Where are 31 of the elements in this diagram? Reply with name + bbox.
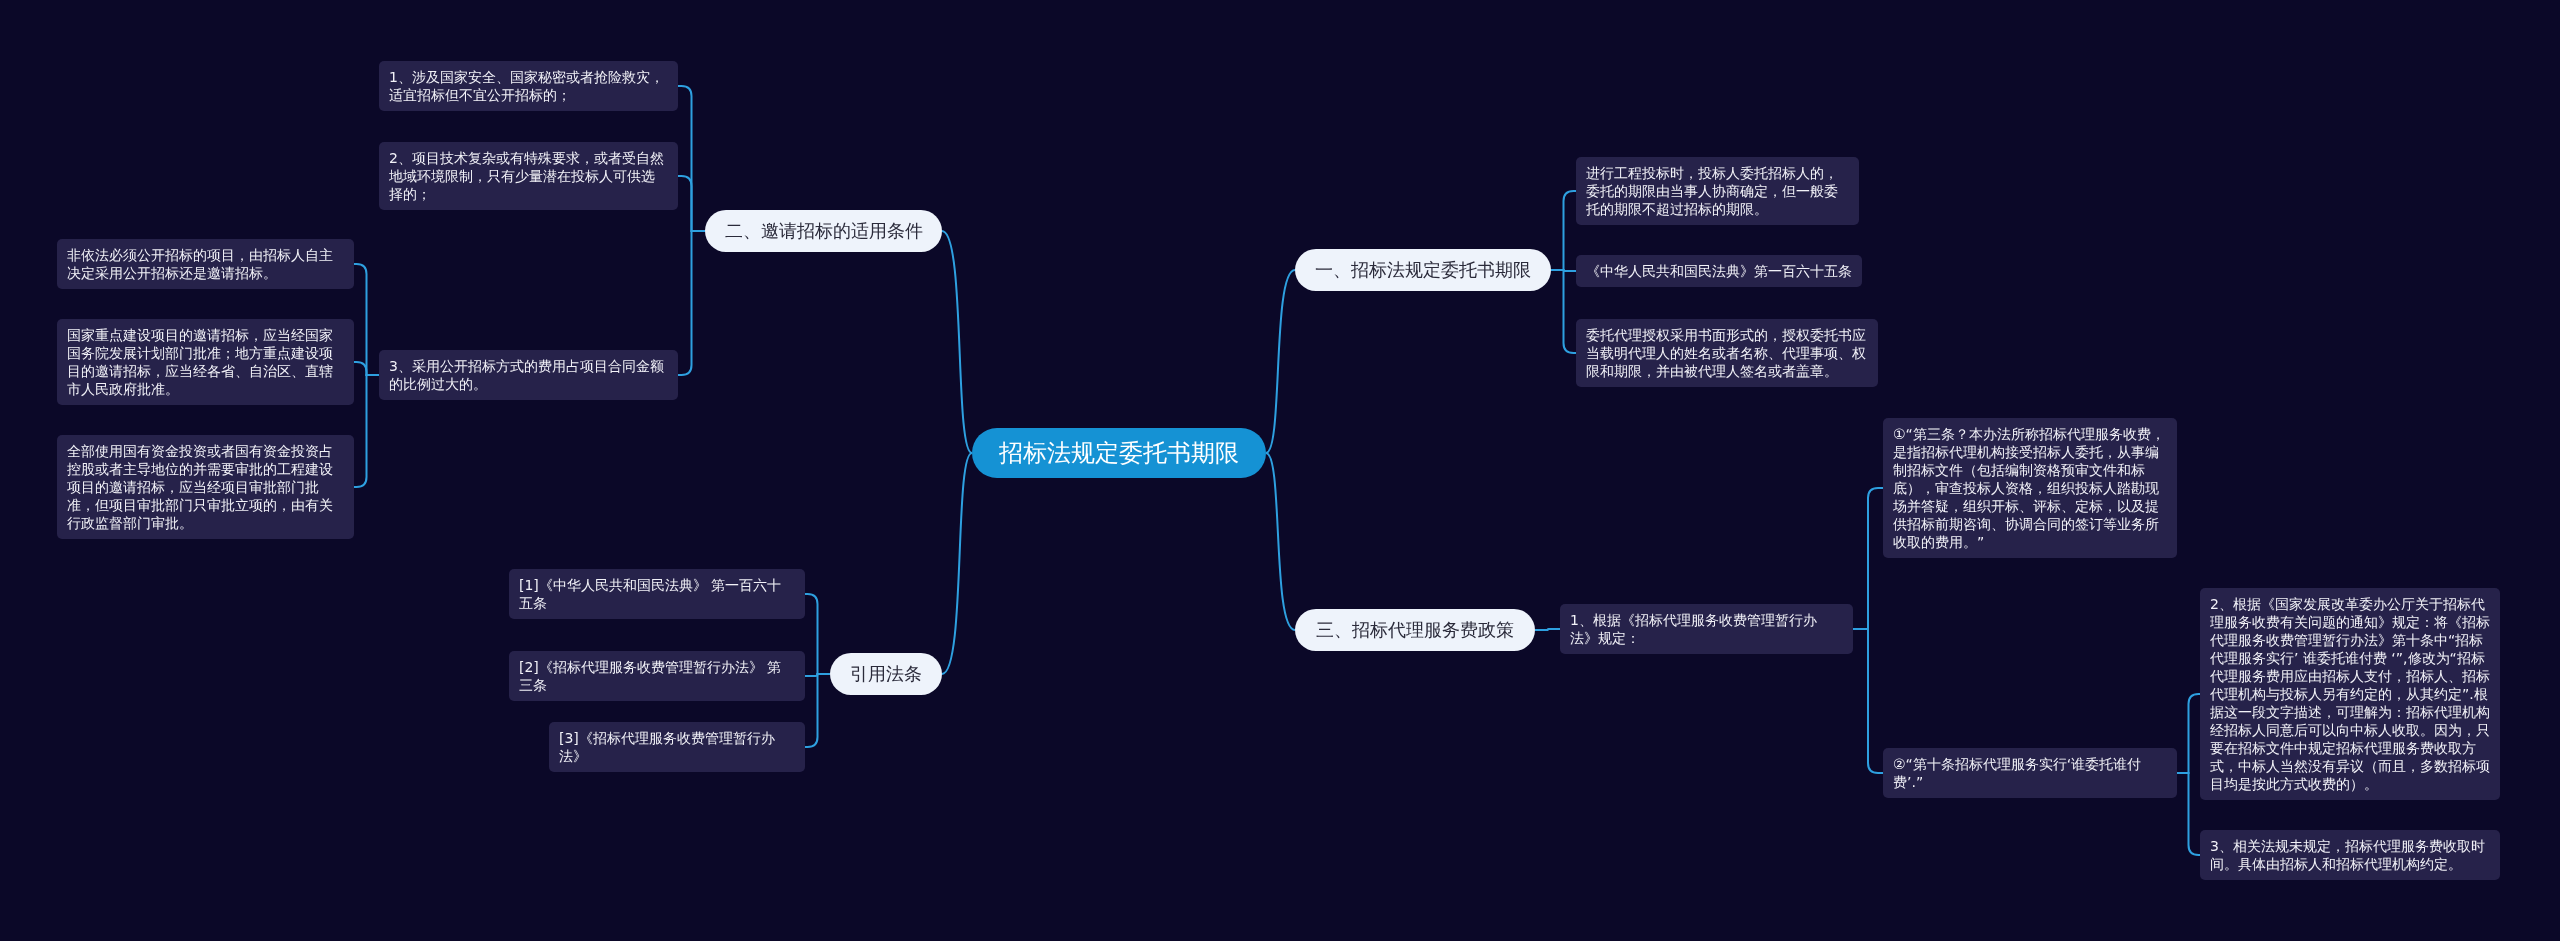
note-box: 《中华人民共和国民法典》第一百六十五条 (1576, 255, 1862, 287)
connector-line (1534, 628, 1561, 631)
note-box: 1、涉及国家安全、国家秘密或者抢险救灾，适宜招标但不宜公开招标的； (379, 61, 678, 111)
topic-pill: 二、邀请招标的适用条件 (705, 210, 942, 252)
note-box: 进行工程投标时，投标人委托招标人的，委托的期限由当事人协商确定，但一般委托的期限不超过招标的期限。 (1576, 157, 1859, 225)
note-box: [3]《招标代理服务收费管理暂行办法》 (549, 722, 805, 772)
note-box: 2、项目技术复杂或有特殊要求，或者受自然地域环境限制，只有少量潜在投标人可供选择的； (379, 142, 678, 210)
note-box: 委托代理授权采用书面形式的，授权委托书应当载明代理人的姓名或者名称、代理事项、权限和期限，并由被代理人签名或者盖章。 (1576, 319, 1878, 387)
connector-line (1265, 269, 1296, 454)
topic-pill: 引用法条 (830, 653, 942, 695)
connector-line (941, 452, 973, 675)
connector-line (1550, 269, 1577, 354)
note-box: ①“第三条？本办法所称招标代理服务收费，是指招标代理机构接受招标人委托，从事编制招标文件（包括编制资格预审文件和标底），审查投标人资格，组织投标人踏勘现场并答疑，组织开标、评标、定标，以及提供招标前期咨询、协调合同的签订等业务所收取的费用。” (1883, 418, 2177, 558)
topic-pill: 三、招标代理服务费政策 (1295, 609, 1535, 651)
connector-line (941, 230, 973, 454)
note-box: 全部使用国有资金投资或者国有资金投资占控股或者主导地位的并需要审批的工程建设项目的邀请招标，应当经项目审批部门批准，但项目审批部门只审批立项的，由有关行政监督部门审批。 (57, 435, 354, 539)
note-box: 1、根据《招标代理服务收费管理暂行办法》规定： (1560, 604, 1853, 654)
note-box: 国家重点建设项目的邀请招标，应当经国家国务院发展计划部门批准；地方重点建设项目的邀请招标，应当经各省、自治区、直辖市人民政府批准。 (57, 319, 354, 405)
central-topic: 招标法规定委托书期限 (972, 428, 1266, 478)
note-box: [2]《招标代理服务收费管理暂行办法》 第三条 (509, 651, 805, 701)
note-box: [1]《中华人民共和国民法典》 第一百六十五条 (509, 569, 805, 619)
note-box: 非依法必须公开招标的项目，由招标人自主决定采用公开招标还是邀请招标。 (57, 239, 354, 289)
connector-line (1265, 452, 1296, 631)
note-box: 3、相关法规未规定，招标代理服务费收取时间。具体由招标人和招标代理机构约定。 (2200, 830, 2500, 880)
topic-pill: 一、招标法规定委托书期限 (1295, 249, 1551, 291)
note-box: 2、根据《国家发展改革委办公厅关于招标代理服务收费有关问题的通知》规定：将《招标代理服务收费管理暂行办法》第十条中“招标代理服务实行’ 谁委托谁付费 ‘”,修改为“招标代理服务费用应由招标人支付，招标人、招标代理机构与投标人另有约定的，从其约定”.根据这一段文字描述，可理解为：招标代理机构经招标人同意后可以向中标人收取。因为，只要在招标文件中规定招标代理服务费收取方式，中标人当然没有异议（而且，多数招标项目均是按此方式收费的）。 (2200, 588, 2500, 800)
connector-line (353, 374, 380, 488)
note-box: ②“第十条招标代理服务实行‘谁委托谁付费’.” (1883, 748, 2177, 798)
connector-line (804, 673, 831, 748)
connector-line (2176, 772, 2201, 856)
note-box: 3、采用公开招标方式的费用占项目合同金额的比例过大的。 (379, 350, 678, 400)
